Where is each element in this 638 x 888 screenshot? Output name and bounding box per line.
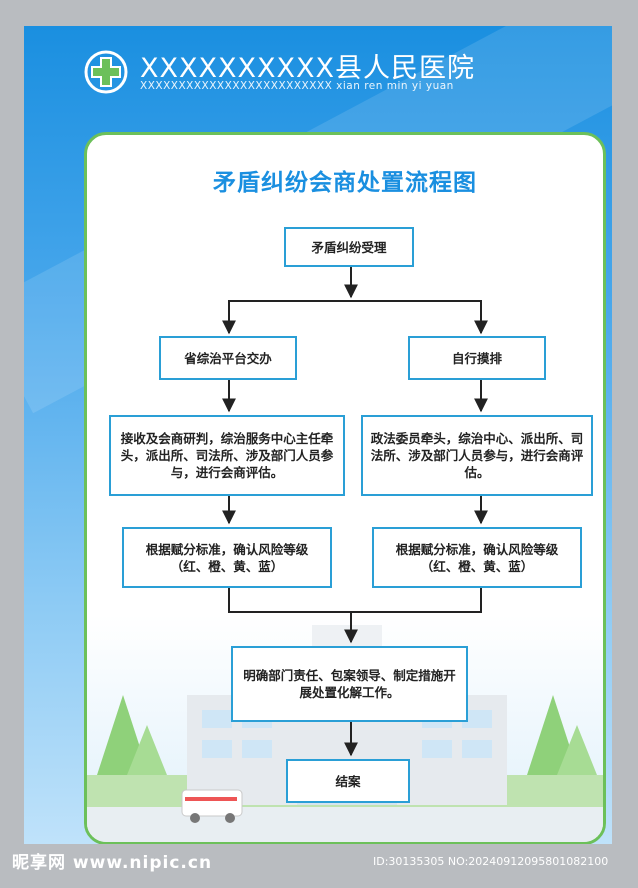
watermark-site: 昵享网 www.nipic.cn [12,853,213,873]
flow-connectors [222,267,488,757]
hospital-subtitle: XXXXXXXXXXXXXXXXXXXXXXXXX xian ren min y… [140,80,454,92]
node-right-self: 自行摸排 [408,336,546,380]
node-right-consult: 政法委员牵头，综治中心、派出所、司法所、涉及部门人员参与，进行会商评估。 [361,415,593,496]
node-close: 结案 [286,759,410,803]
node-left-consult: 接收及会商研判，综治服务中心主任牵头，派出所、司法所、涉及部门人员参与，进行会商… [109,415,345,496]
poster: XXXXXXXXXX县人民医院 XXXXXXXXXXXXXXXXXXXXXXXX… [24,26,612,844]
watermark-id: ID:30135305 NO:20240912095801082100 [373,855,609,868]
hospital-name: XXXXXXXXXX县人民医院 [140,53,475,84]
node-responsibility: 明确部门责任、包案领导、制定措施开展处置化解工作。 [231,646,468,722]
medical-cross-icon [84,50,128,94]
diagram-title: 矛盾纠纷会商处置流程图 [213,170,477,196]
header: XXXXXXXXXX县人民医院 XXXXXXXXXXXXXXXXXXXXXXXX… [24,26,612,106]
node-accept: 矛盾纠纷受理 [284,227,414,267]
edge-split [228,300,482,331]
flowchart-card: 矛盾纠纷会商处置流程图 矛盾纠纷受理 省综治平台 [84,132,606,844]
node-right-risk: 根据赋分标准，确认风险等级（红、橙、黄、蓝） [372,527,582,588]
node-left-risk: 根据赋分标准，确认风险等级（红、橙、黄、蓝） [122,527,332,588]
edge-merge [228,586,482,613]
node-left-assign: 省综治平台交办 [159,336,297,380]
